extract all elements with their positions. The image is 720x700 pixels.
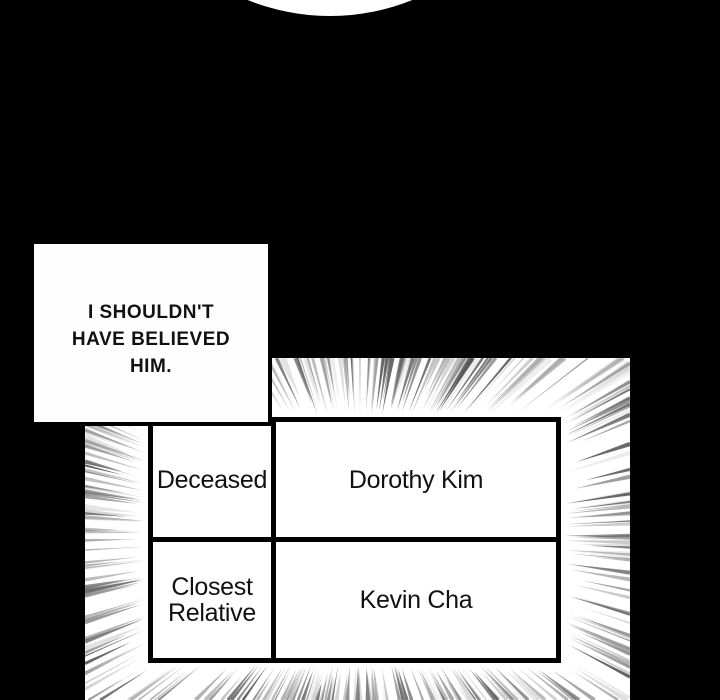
caption-box: I SHOULDN'T HAVE BELIEVED HIM. bbox=[34, 244, 272, 426]
table-cell-label-deceased: Deceased bbox=[153, 422, 271, 537]
caption-text: I SHOULDN'T HAVE BELIEVED HIM. bbox=[72, 287, 230, 380]
table-cell-label-closest-relative: Closest Relative bbox=[153, 542, 271, 658]
info-table: Deceased Dorothy Kim Closest Relative Ke… bbox=[148, 417, 561, 663]
speech-bubble-arc bbox=[110, 0, 550, 16]
caption-line: HAVE BELIEVED bbox=[71, 328, 231, 350]
caption-line: I SHOULDN'T bbox=[87, 301, 215, 323]
table-cell-value-deceased-name: Dorothy Kim bbox=[276, 422, 556, 537]
caption-line: HIM. bbox=[129, 355, 173, 377]
table-cell-value-relative-name: Kevin Cha bbox=[276, 542, 556, 658]
